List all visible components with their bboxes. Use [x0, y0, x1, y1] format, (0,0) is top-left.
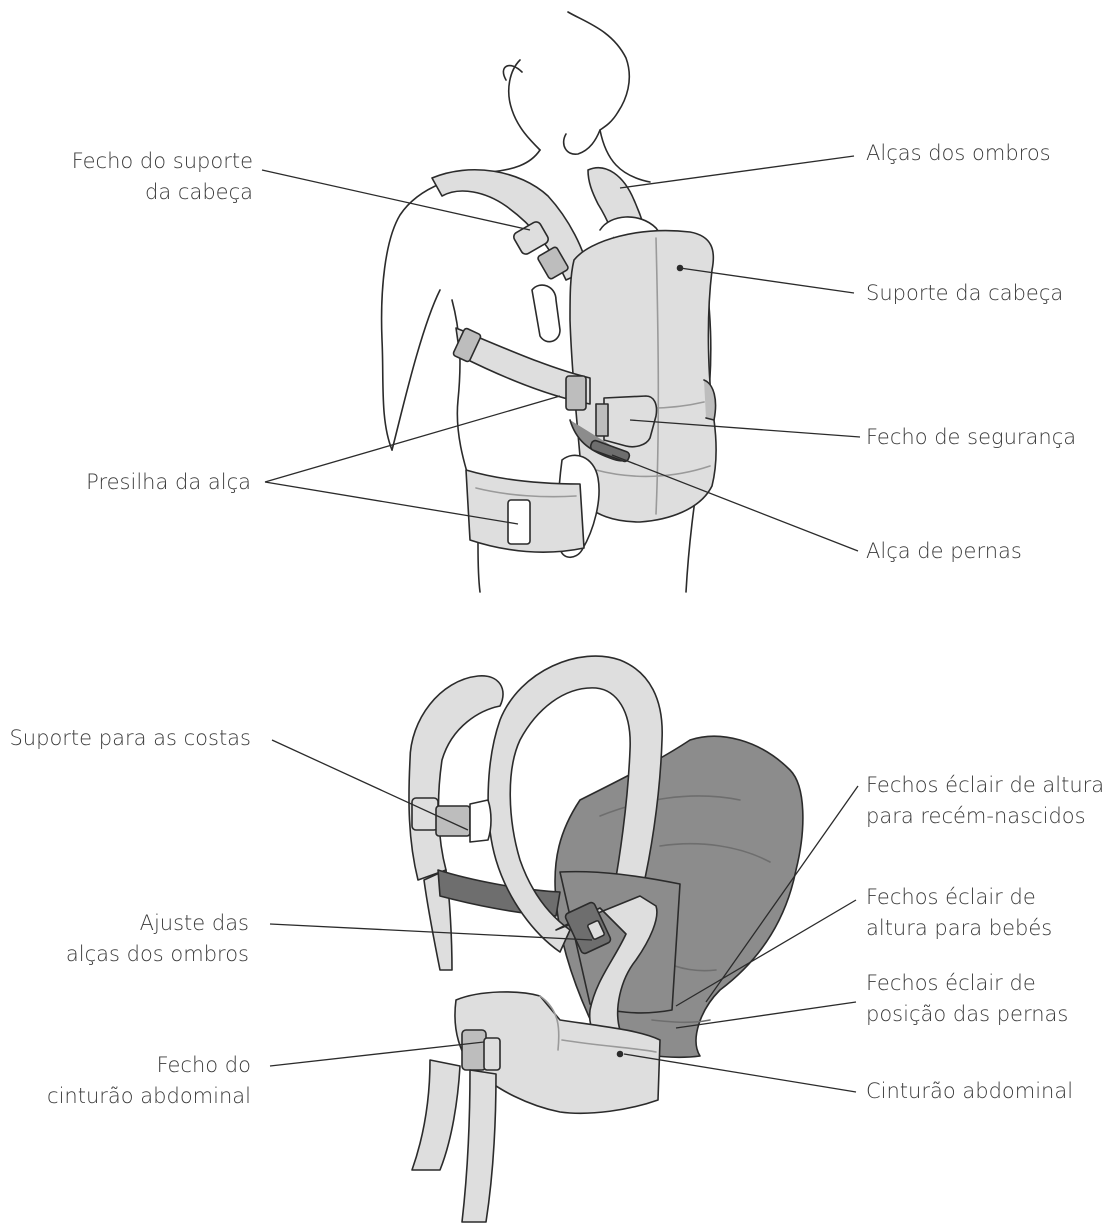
- label-leg-position-zips: Fechos éclair de posição das pernas: [866, 971, 1069, 1026]
- strap-loop-shape: [452, 327, 591, 411]
- hanging-straps-shape: [411, 1059, 497, 1223]
- leader-lines: [261, 155, 861, 1093]
- leader-head-support-buckle: [261, 169, 531, 231]
- label-newborn-height-zips: Fechos éclair de altura para recém-nasci…: [866, 773, 1105, 828]
- shoulder-adjuster-shape: [555, 895, 658, 1037]
- leader-safety-buckle: [629, 419, 861, 438]
- label-head-support: Suporte da cabeça: [866, 281, 1064, 305]
- safety-buckle-shape: [595, 395, 658, 448]
- label-leg-strap: Alça de pernas: [866, 539, 1022, 563]
- leader-head-support: [679, 267, 855, 294]
- leader-leg-strap: [611, 454, 859, 552]
- label-waist-belt: Cinturão abdominal: [866, 1079, 1074, 1103]
- label-shoulder-straps: Alças dos ombros: [866, 141, 1051, 165]
- back-support-buckle-shape: [411, 797, 492, 843]
- label-waist-belt-buckle: Fecho do cinturão abdominal: [47, 1053, 251, 1108]
- leader-waist-belt: [623, 1053, 857, 1093]
- leader-leg-zips: [675, 1001, 857, 1029]
- leader-strap-loop-a: [264, 395, 561, 483]
- head-support-buckle-shape: [513, 221, 569, 343]
- leader-strap-loop-b: [264, 481, 519, 525]
- label-strap-loop: Presilha da alça: [86, 470, 251, 494]
- leader-back-support: [271, 739, 469, 831]
- waist-belt-top-shape: [465, 469, 585, 553]
- leader-shoulder-adjust: [269, 923, 593, 941]
- label-shoulder-strap-adjust: Ajuste das alças dos ombros: [65, 911, 249, 966]
- label-safety-buckle: Fecho de segurança: [866, 425, 1077, 449]
- waist-belt-buckle-shape: [461, 1029, 501, 1071]
- label-baby-height-zips: Fechos éclair de altura para bebés: [866, 885, 1053, 940]
- label-back-support: Suporte para as costas: [9, 726, 251, 750]
- leader-baby-height-zips: [675, 899, 857, 1007]
- label-head-support-buckle: Fecho do suporte da cabeça: [71, 149, 253, 204]
- leader-newborn-zips: [705, 785, 859, 1003]
- leader-shoulder-straps: [619, 155, 855, 189]
- leader-waist-buckle: [269, 1041, 485, 1067]
